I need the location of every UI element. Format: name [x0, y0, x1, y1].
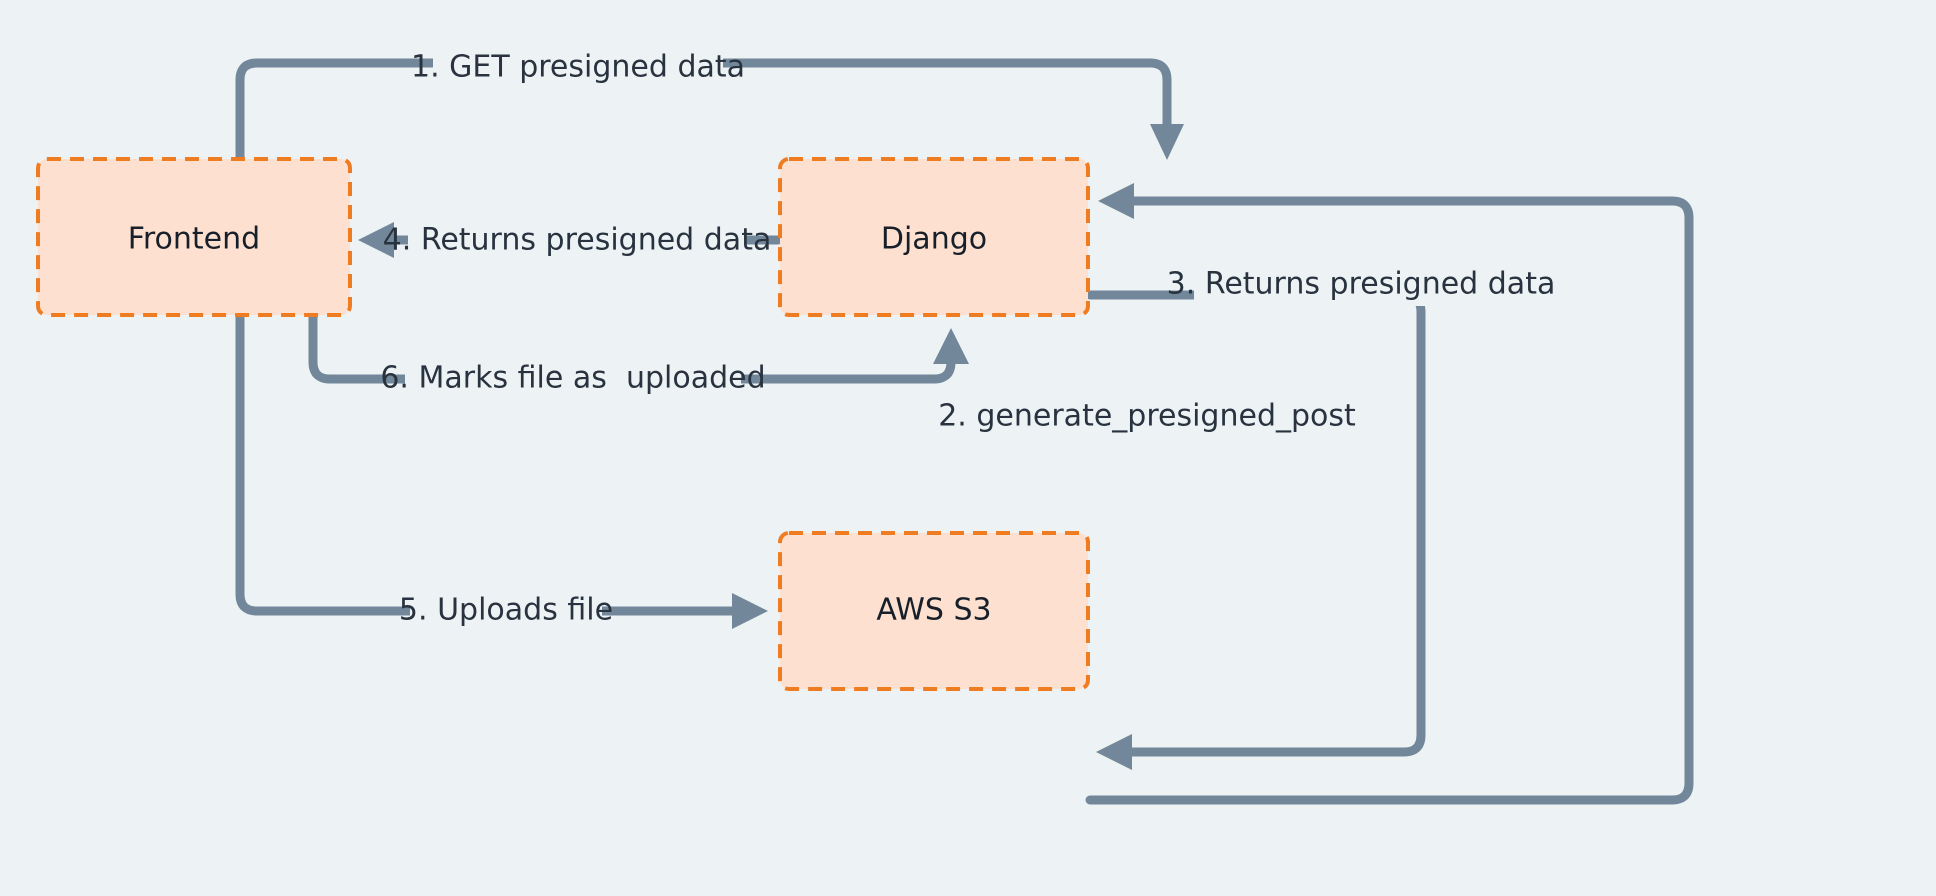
edge-1-label-bg: [433, 45, 723, 89]
node-frontend-label: Frontend: [128, 222, 260, 257]
edge-3-path: [1085, 196, 1694, 805]
edge-labels: 1. GET presigned data 2. generate_presig…: [380, 45, 1555, 632]
edge-5-uploads-file: [235, 312, 768, 629]
edge-3-label: 3. Returns presigned data: [1167, 267, 1556, 302]
node-frontend-box[interactable]: [36, 157, 352, 317]
edge-6-arrowhead: [933, 328, 969, 364]
edge-3-returns-presigned-data: [1085, 183, 1694, 805]
edge-6-label: 6. Marks file as uploaded: [380, 361, 765, 396]
edge-4-arrowhead: [358, 222, 394, 258]
edge-2-path: [1085, 290, 1426, 757]
edge-2-label-bg: [967, 394, 1327, 438]
node-django-label: Django: [881, 222, 987, 257]
node-frontend[interactable]: Frontend: [36, 157, 352, 317]
edge-2-label: 2. generate_presigned_post: [938, 399, 1356, 434]
node-aws-s3[interactable]: AWS S3: [778, 531, 1090, 691]
edge-4-label: 4. Returns presigned data: [383, 223, 772, 258]
edge-5-label: 5. Uploads file: [399, 593, 613, 628]
node-django-box[interactable]: [778, 157, 1090, 317]
node-aws-s3-label: AWS S3: [876, 593, 991, 628]
edge-1-label: 1. GET presigned data: [411, 50, 745, 85]
edge-2-generate-presigned-post: [1085, 290, 1426, 770]
edge-5-path: [235, 312, 745, 616]
edge-5-arrowhead: [732, 593, 768, 629]
edge-4-label-bg: [408, 218, 746, 262]
edge-6-label-bg: [405, 356, 741, 400]
edge-3-label-bg: [1194, 262, 1528, 306]
node-django[interactable]: Django: [778, 157, 1090, 317]
edge-5-label-bg: [410, 588, 602, 632]
edge-2-arrowhead: [1096, 734, 1132, 770]
node-aws-s3-box[interactable]: [778, 531, 1090, 691]
edge-3-arrowhead: [1098, 183, 1134, 219]
edge-1-arrowhead: [1150, 124, 1184, 160]
